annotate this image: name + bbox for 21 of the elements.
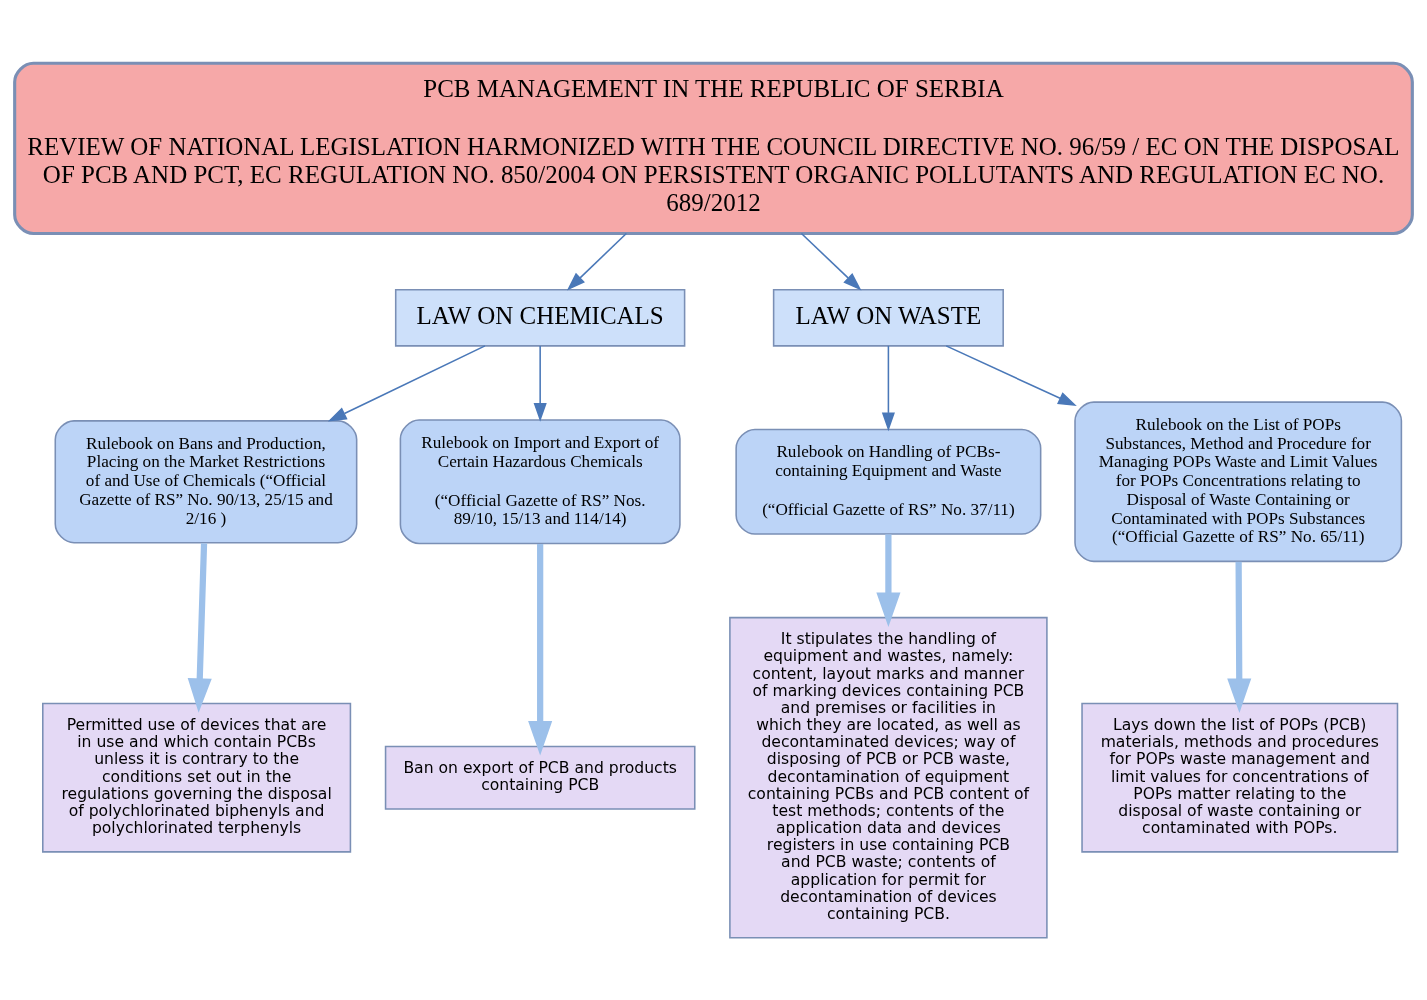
arrow (881, 344, 895, 431)
node-box: Permitted use of devices that are in use and which contain PCBs unless it is contrary to the conditions set out in the regulations governing the disposal of polychlorinated biphenyls and polychlorinated terphenyls (42, 702, 352, 853)
node-box: LAW ON CHEMICALS (394, 288, 686, 347)
arrow (187, 542, 212, 713)
arrow (945, 344, 1077, 406)
arrow (327, 344, 486, 422)
node-box: Rulebook on the List of POPs Substances, Method and Procedure for Managing POPs Waste and Limit Values for POPs Concentrations relating to Disposal of Waste Containing or Contaminated with POPs Substances (“Official Gazette of RS” No. 65/11) (1074, 400, 1403, 562)
arrow (528, 543, 553, 755)
node-box: PCB MANAGEMENT IN THE REPUBLIC OF SERBIA REVIEW OF NATIONAL LEGISLATION HARMONIZED WITH THE COUNCIL DIRECTIVE NO. 96/59 / EC ON THE DISPOSAL OF PCB AND PCT, EC REGULATION NO. 850/2004 ON PERSISTENT ORGANIC POLLUTANTS AND REGULATION EC NO. 689/2012 (13, 61, 1414, 235)
node-box: Rulebook on Bans and Production, Placing on the Market Restrictions of and Use of Chemicals (“Official Gazette of RS” No. 90/13, 25/15 and 2/16 ) (54, 419, 358, 543)
node-box: LAW ON WASTE (772, 288, 1004, 347)
arrow (533, 344, 547, 422)
arrow (800, 232, 862, 291)
arrow (876, 533, 901, 627)
node-box: Lays down the list of POPs (PCB) materials, methods and procedures for POPs waste management and limit values for concentrations of POPs matter relating to the disposal of waste containing or contaminated with POPs. (1081, 702, 1399, 853)
arrow (566, 232, 628, 291)
node-box: Rulebook on Import and Export of Certain Hazardous Chemicals (“Official Gazette of RS” Nos. 89/10, 15/13 and 114/14) (399, 418, 681, 544)
arrow (1227, 561, 1252, 713)
node-box: It stipulates the handling of equipment and wastes, namely: content, layout marks and manner of marking devices containing PCB and premises or facilities in which they are located, as well as decontaminated devices; way of disposing of PCB or PCB waste, decontamination of equipment containing PCBs and PCB content of test methods; contents of the application data and devices registers in use containing PCB and PCB waste; contents of application for permit for decontamination of devices containing PCB. (729, 616, 1048, 939)
node-box: Ban on export of PCB and products containing PCB (384, 745, 696, 810)
node-box: Rulebook on Handling of PCBs-containing Equipment and Waste (“Official Gazette of RS” No. 37/11) (735, 428, 1042, 535)
